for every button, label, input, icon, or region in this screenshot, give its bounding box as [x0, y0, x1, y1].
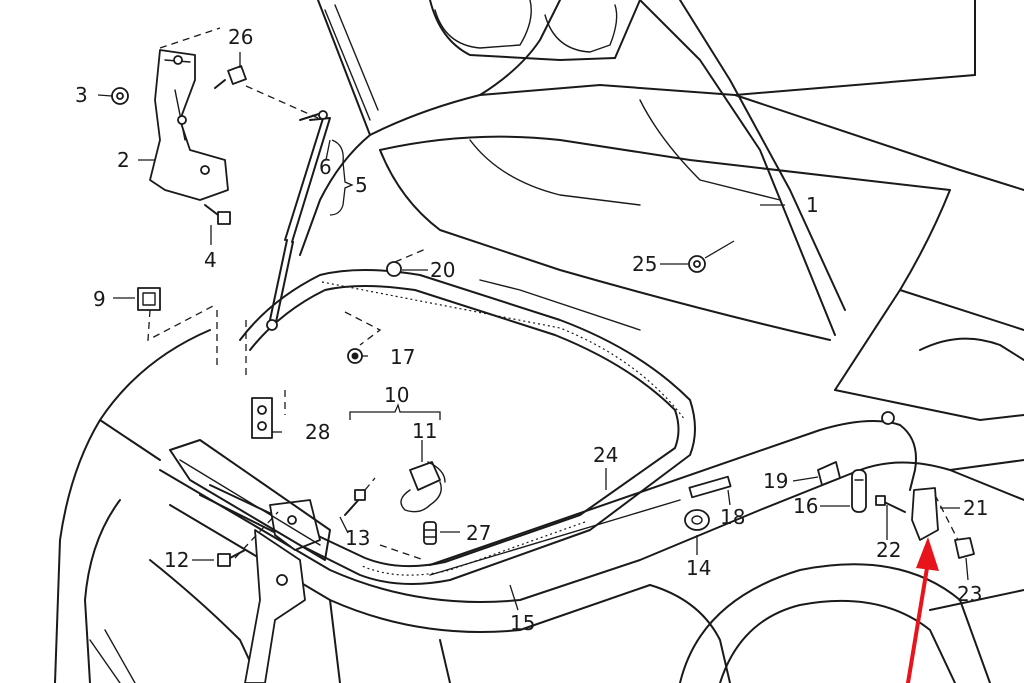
gas-strut: [266, 110, 331, 331]
nut-17: [347, 348, 363, 364]
lever-21: [911, 487, 939, 541]
callout-5: 5: [355, 173, 368, 197]
callout-28: 28: [305, 420, 330, 444]
clip-19: [817, 461, 841, 486]
callout-1: 1: [806, 193, 819, 217]
release-cable-15: [429, 420, 917, 576]
handle-16: [851, 469, 867, 513]
callout-17: 17: [390, 345, 415, 369]
callout-16: 16: [793, 494, 818, 518]
callout-14: 14: [686, 556, 711, 580]
buffer-27: [423, 521, 437, 545]
callout-26: 26: [228, 25, 253, 49]
callout-3: 3: [75, 83, 88, 107]
red-pointer-arrow-icon: [906, 537, 939, 683]
leader-lines: [97, 27, 969, 611]
callout-10: 10: [384, 383, 409, 407]
clip-23: [954, 537, 975, 559]
callout-23: 23: [957, 582, 982, 606]
bolt-22: [875, 495, 906, 513]
callout-6: 6: [319, 155, 332, 179]
clip-20: [386, 261, 402, 277]
nut-3: [111, 87, 129, 105]
callout-22: 22: [876, 538, 901, 562]
bolt-13: [344, 489, 366, 516]
sleeve-18: [688, 475, 732, 499]
callout-11: 11: [412, 419, 437, 443]
stud-26: [214, 65, 247, 89]
callout-labels: 1 2 3 4 5 6 9 10 11 12 13 14 15 16 17 18…: [75, 25, 988, 635]
callout-13: 13: [345, 526, 370, 550]
callout-25: 25: [632, 252, 657, 276]
bolt-4: [204, 204, 231, 225]
callout-4: 4: [204, 248, 217, 272]
callout-2: 2: [117, 148, 130, 172]
hood-hinge: [149, 49, 229, 201]
bolt-12: [217, 549, 246, 567]
callout-20: 20: [430, 258, 455, 282]
buffer-14: [684, 509, 710, 531]
callout-15: 15: [510, 611, 535, 635]
callout-18: 18: [720, 505, 745, 529]
clip-9: [137, 287, 161, 311]
callout-24: 24: [593, 443, 618, 467]
callout-12: 12: [164, 548, 189, 572]
cable-end: [881, 411, 895, 425]
callout-19: 19: [763, 469, 788, 493]
cross-member: [169, 439, 331, 561]
bracket-28: [251, 397, 273, 439]
callout-21: 21: [963, 496, 988, 520]
callout-27: 27: [466, 521, 491, 545]
callout-9: 9: [93, 287, 106, 311]
switch-11: [400, 461, 446, 513]
car-body-outline: [54, 0, 1024, 683]
nut-25: [688, 255, 706, 273]
